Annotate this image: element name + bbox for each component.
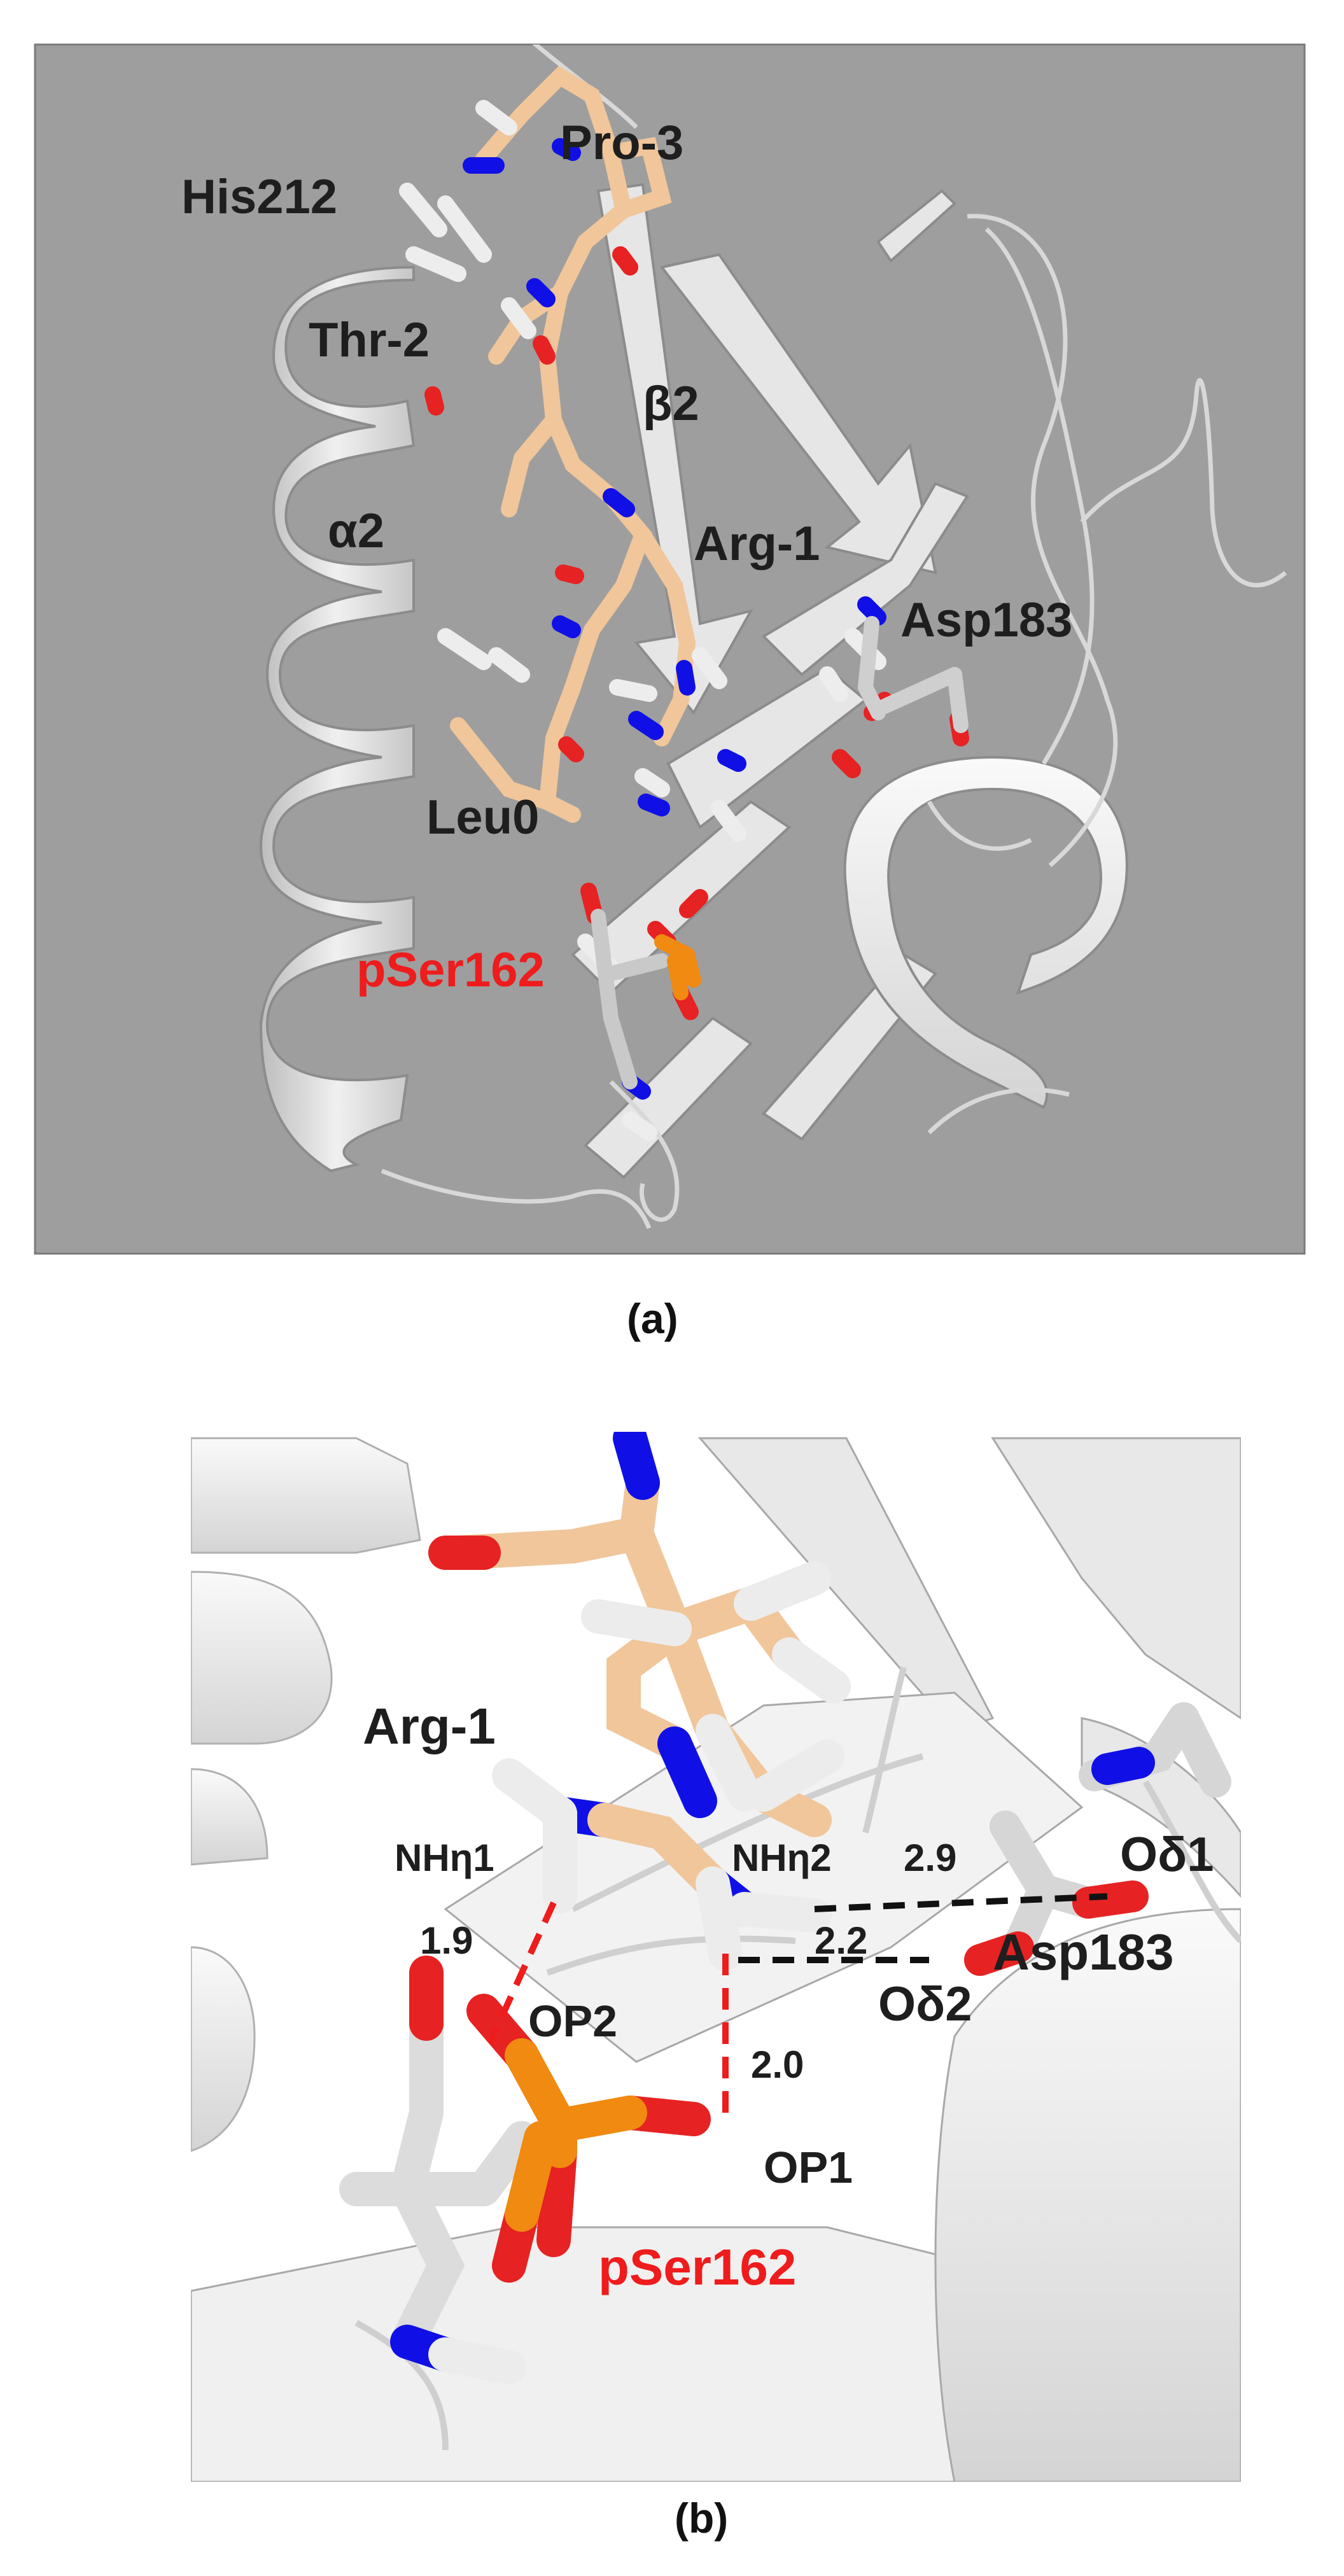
label-op2: OP2 <box>528 1996 617 2046</box>
distance-2-2: 2.2 <box>815 1919 867 1962</box>
phosphate-a <box>654 934 701 1000</box>
label-alpha2: α2 <box>328 504 384 558</box>
distance-2-0: 2.0 <box>751 2043 804 2086</box>
pser162-sticks-a <box>591 909 669 1089</box>
beta-sheet <box>571 183 969 1179</box>
distance-2-9: 2.9 <box>904 1837 956 1879</box>
atoms-h <box>399 100 886 1141</box>
caption-b: (b) <box>675 2495 728 2542</box>
hbonds-black <box>738 1893 1108 1963</box>
asp183-sticks-a <box>858 616 969 733</box>
pser162-sticks-b <box>339 1956 711 2384</box>
alpha2-helix <box>259 265 416 1173</box>
label-op1: OP1 <box>764 2143 853 2192</box>
label-asp183-b: Asp183 <box>993 1924 1174 1980</box>
label-arg-1-b: Arg-1 <box>363 1698 496 1754</box>
label-nh-eta1: NHη1 <box>395 1837 494 1879</box>
loops-b <box>354 1666 1241 2451</box>
hbond-nh1-op2 <box>487 1901 557 2045</box>
hbonds-red <box>487 1901 729 2119</box>
label-arg-1-a: Arg-1 <box>694 517 820 571</box>
label-o-delta1: Oδ1 <box>1120 1828 1214 1882</box>
label-his212: His212 <box>181 170 337 224</box>
label-beta2: β2 <box>643 377 699 431</box>
asp183-sticks-b <box>964 1702 1231 1976</box>
hbond-nh2-od1 <box>814 1893 1108 1912</box>
label-pro-3: Pro-3 <box>560 116 683 170</box>
label-asp183-a: Asp183 <box>900 593 1072 647</box>
loops <box>381 45 1287 1229</box>
distance-1-9: 1.9 <box>420 1919 473 1962</box>
label-pser162-b: pSer162 <box>598 2239 796 2295</box>
label-o-delta2: Oδ2 <box>878 1977 972 2031</box>
arg-hydrogens-b <box>492 1561 851 1971</box>
caption-a: (a) <box>627 1295 678 1342</box>
label-leu0: Leu0 <box>426 790 539 844</box>
label-nh-eta2: NHη2 <box>732 1837 832 1879</box>
right-helix <box>843 755 1128 1109</box>
panel-a: Pro-3 His212 Thr-2 β2 α2 Arg-1 Asp183 Le… <box>34 43 1306 1342</box>
panel-b: Arg-1 NHη1 NHη2 Oδ1 Oδ2 Asp183 OP2 OP1 p… <box>191 1432 1241 2542</box>
helix-left-b <box>191 1437 421 2152</box>
label-pser162-a: pSer162 <box>356 943 545 997</box>
label-thr-2: Thr-2 <box>309 313 430 367</box>
